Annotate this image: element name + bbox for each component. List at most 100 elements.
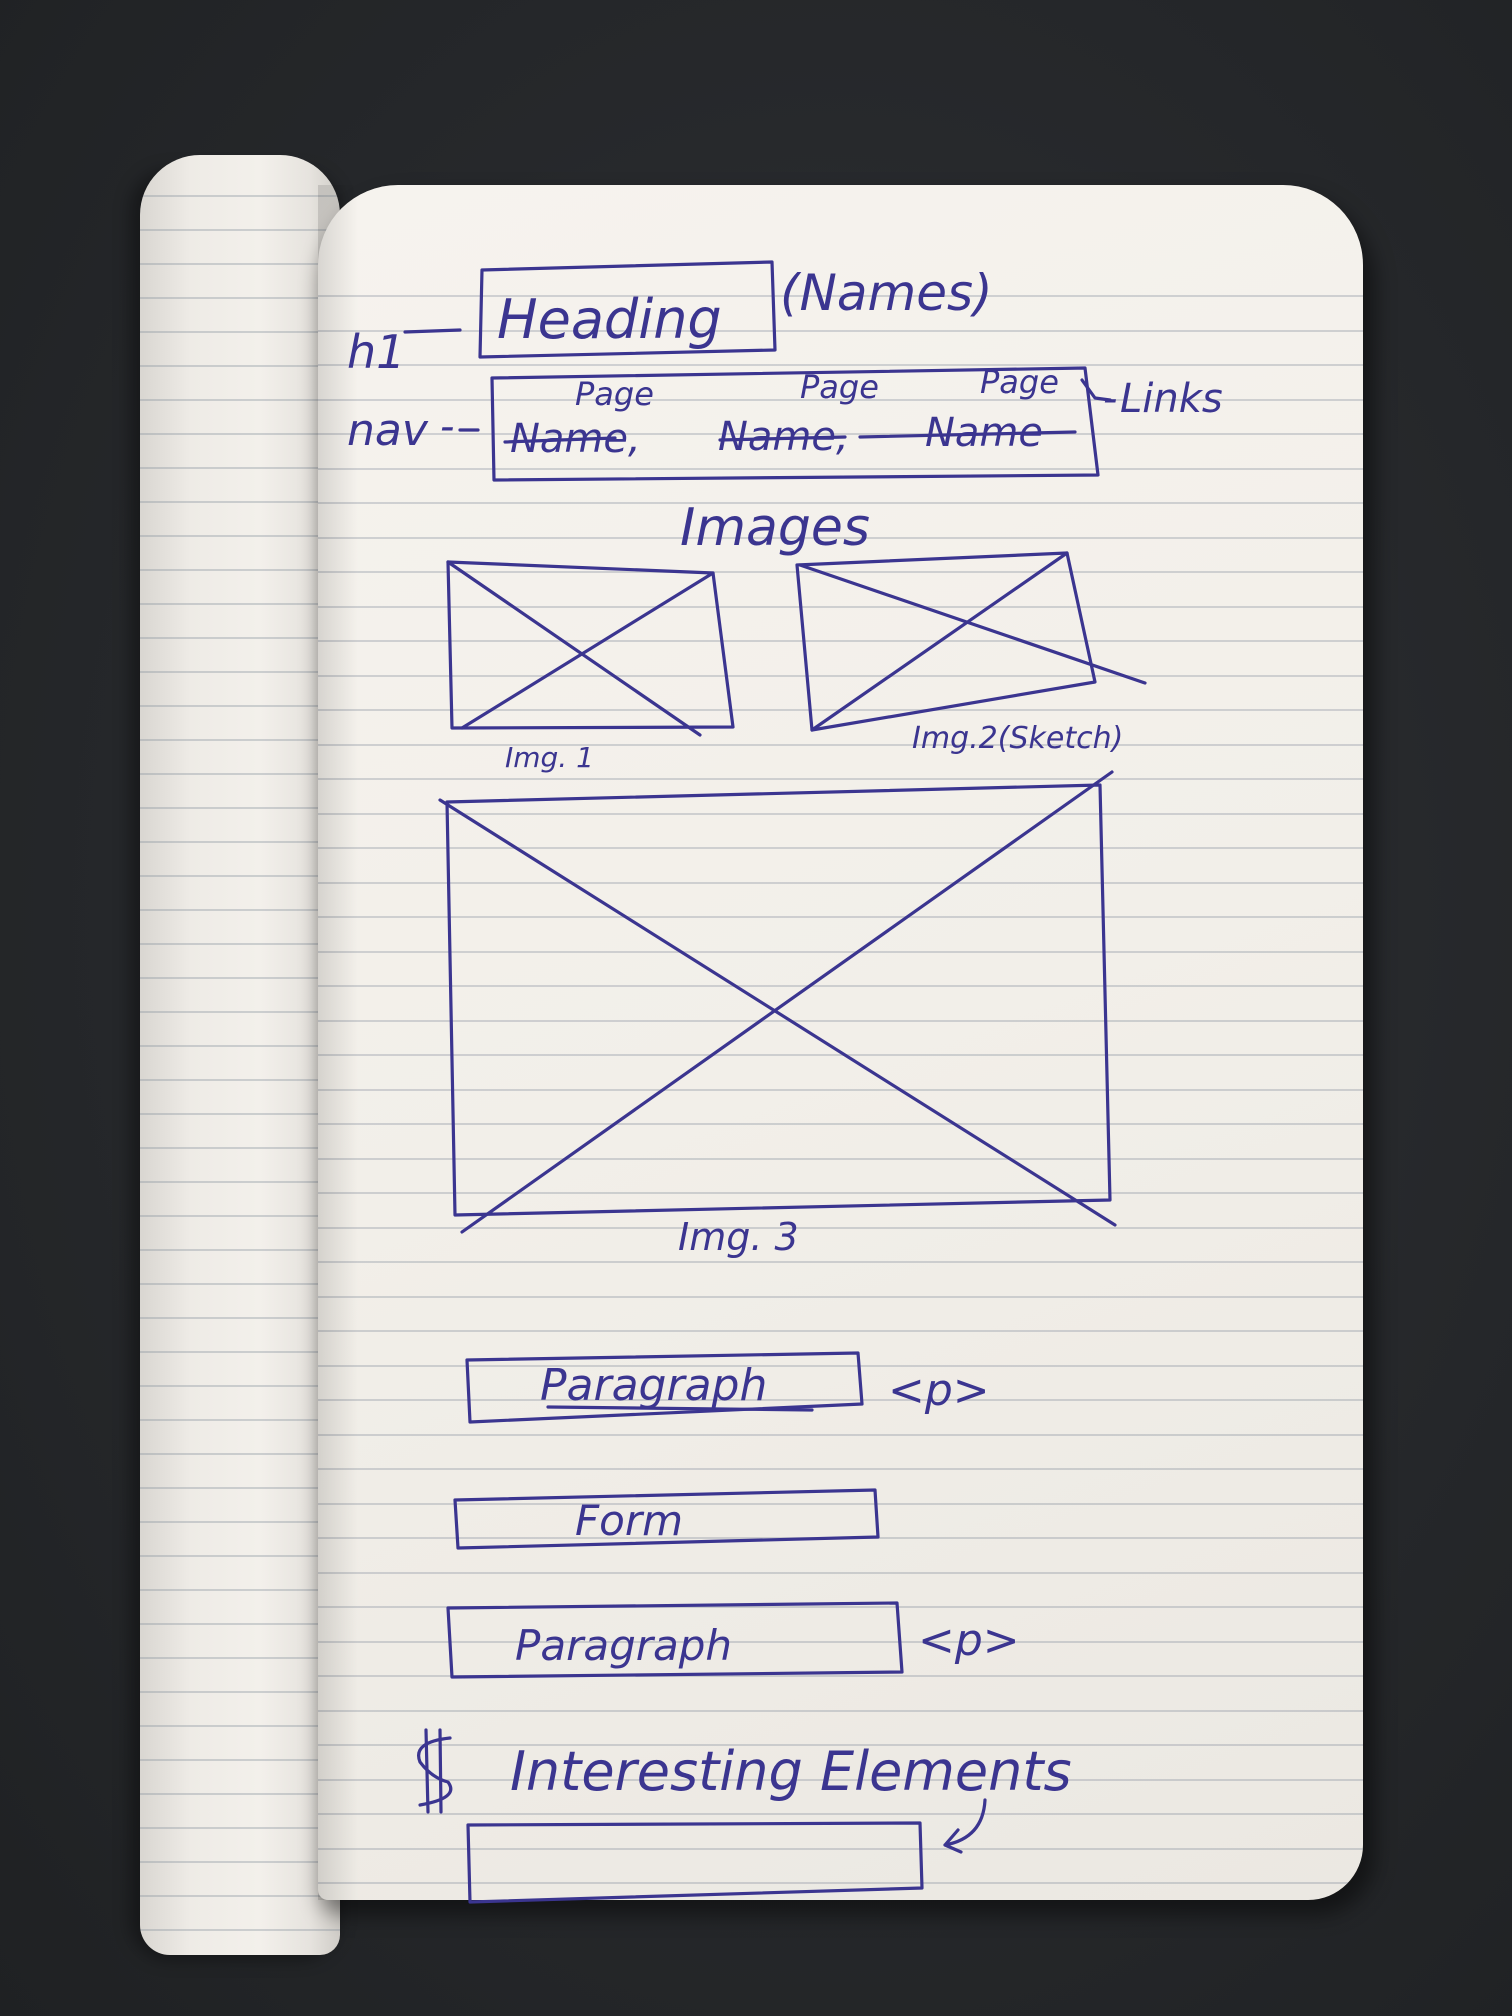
curl-ruled-line	[140, 1181, 340, 1183]
curl-ruled-line	[140, 1215, 340, 1217]
p-tag-2: <p>	[918, 1615, 1020, 1666]
image-2-diagonal-b	[810, 551, 1069, 732]
page-ruled-line	[318, 1468, 1363, 1470]
page-ruled-line	[318, 1054, 1363, 1056]
images-label: Images	[680, 498, 870, 558]
curl-ruled-line	[140, 739, 340, 741]
nav-label: nav	[347, 405, 429, 456]
page-ruled-line	[318, 916, 1363, 918]
curl-ruled-line	[140, 671, 340, 673]
curl-ruled-line	[140, 1657, 340, 1659]
curl-ruled-line	[140, 1351, 340, 1353]
p-tag-1: <p>	[888, 1365, 990, 1416]
page-ruled-line	[318, 1847, 1363, 1850]
img-2-caption: Img.2(Sketch)	[912, 721, 1123, 756]
curl-ruled-line	[140, 977, 340, 979]
page-ruled-line	[318, 1813, 1363, 1815]
curl-ruled-line	[140, 467, 340, 469]
page-ruled-line	[318, 1364, 1363, 1367]
page-ruled-line	[318, 881, 1363, 884]
page-ruled-line	[318, 812, 1363, 815]
curl-ruled-line	[140, 1691, 340, 1693]
page-ruled-line	[318, 1123, 1363, 1125]
page-ruled-line	[318, 536, 1363, 539]
curl-ruled-line	[140, 773, 340, 775]
form-box	[453, 1488, 880, 1550]
paragraph-2-label: Paragraph	[515, 1621, 732, 1670]
page-ruled-line	[318, 674, 1363, 677]
curl-ruled-line	[140, 1249, 340, 1251]
heading-label: Heading	[497, 288, 722, 351]
curl-ruled-line	[140, 569, 340, 571]
curl-ruled-line	[140, 1623, 340, 1625]
image-2-diagonal-a	[798, 563, 1147, 685]
page-ruled-line	[318, 1571, 1363, 1574]
paragraph-1-label: Paragraph	[540, 1360, 767, 1411]
curl-ruled-line	[140, 297, 340, 299]
curl-ruled-line	[140, 1555, 340, 1557]
strike-1	[503, 436, 617, 444]
page-ruled-line	[318, 640, 1363, 642]
paragraph-1-underline	[546, 1405, 814, 1412]
image-3-diagonal-b	[460, 770, 1114, 1234]
page-ruled-line	[318, 1502, 1363, 1505]
curl-ruled-line	[140, 365, 340, 367]
page-ruled-line	[318, 398, 1363, 401]
img-1-caption: Img. 1	[505, 741, 594, 774]
notebook-page	[318, 185, 1363, 1900]
curl-ruled-line	[140, 1317, 340, 1319]
curl-ruled-line	[140, 1895, 340, 1897]
page-ruled-line	[318, 950, 1363, 953]
name-label-1: Name,	[510, 416, 641, 462]
curl-ruled-line	[140, 1759, 340, 1761]
curl-ruled-line	[140, 1045, 340, 1047]
dollar-doodle-bar-1	[424, 1728, 430, 1814]
page-ruled-line	[318, 467, 1363, 470]
curl-ruled-line	[140, 1283, 340, 1285]
page-ruled-line	[318, 295, 1363, 297]
curl-ruled-line	[140, 1385, 340, 1387]
curl-ruled-line	[140, 807, 340, 809]
curl-ruled-line	[140, 1725, 340, 1727]
heading-box	[478, 260, 777, 359]
links-label: Links	[1120, 376, 1223, 422]
page-ruled-line	[318, 1261, 1363, 1263]
curl-ruled-line	[140, 637, 340, 639]
image-1-diagonal-a	[446, 560, 702, 737]
page-ruled-line	[318, 1882, 1363, 1884]
curl-ruled-line	[140, 603, 340, 605]
curl-ruled-line	[140, 841, 340, 843]
page-ruled-line	[318, 1433, 1363, 1436]
curl-ruled-line	[140, 1487, 340, 1489]
image-2-placeholder	[795, 551, 1097, 732]
curl-ruled-line	[140, 535, 340, 537]
page-ruled-line	[318, 605, 1363, 608]
curl-ruled-line	[140, 705, 340, 707]
curl-ruled-line	[140, 195, 340, 197]
page-label-2: Page	[800, 368, 879, 406]
curl-ruled-line	[140, 263, 340, 265]
name-label-3: Name	[925, 410, 1043, 456]
page-ruled-line	[318, 778, 1363, 780]
dollar-doodle-s	[417, 1736, 453, 1807]
nav-box	[490, 366, 1100, 482]
curl-ruled-line	[140, 875, 340, 877]
curl-ruled-line	[140, 229, 340, 231]
page-ruled-line	[318, 1399, 1363, 1401]
curl-ruled-line	[140, 1453, 340, 1455]
page-ruled-line	[318, 1606, 1363, 1608]
paragraph-2-box	[446, 1601, 904, 1679]
curl-ruled-line	[140, 909, 340, 911]
page-ruled-line	[318, 1744, 1363, 1746]
page-ruled-line	[318, 329, 1363, 332]
curl-ruled-line	[140, 1011, 340, 1013]
page-ruled-line	[318, 847, 1363, 849]
image-3-placeholder	[445, 783, 1112, 1217]
page-ruled-line	[318, 1088, 1363, 1091]
page-ruled-line	[318, 1778, 1363, 1781]
curl-ruled-line	[140, 501, 340, 503]
image-3-diagonal-a	[438, 798, 1117, 1227]
paragraph-1-box	[465, 1351, 864, 1424]
links-pointer	[1080, 378, 1112, 402]
